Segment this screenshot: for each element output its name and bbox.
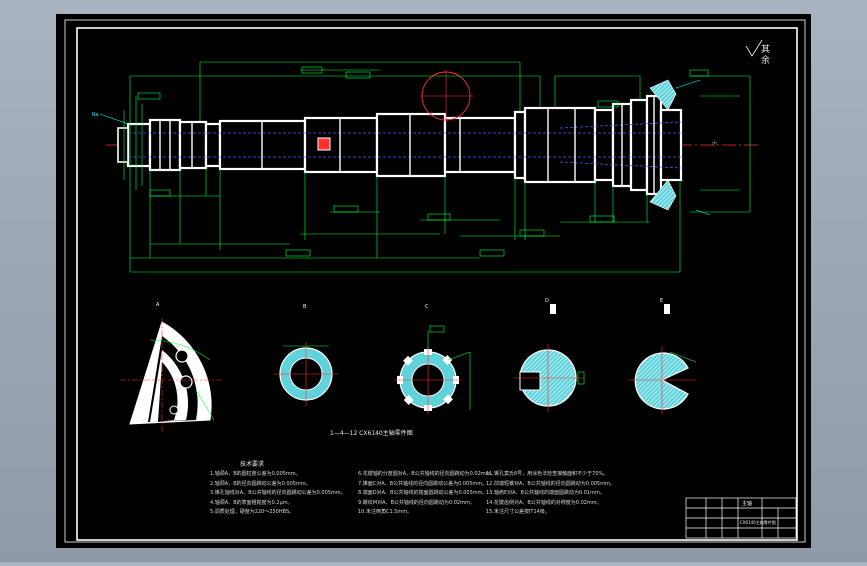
svg-text:Ra: Ra (92, 112, 98, 118)
note-item: 6.花键轴的分度圆对A、B公共轴线的径向圆跳动为0.02mm。 (358, 471, 496, 477)
section-a-fan (120, 318, 222, 432)
note-item: 1.轴颈A、B的圆柱度公差为0.005mm。 (210, 471, 301, 477)
section-label-c: C (425, 304, 429, 310)
section-views: A B C D E (120, 298, 697, 432)
keyway-slot (317, 137, 331, 151)
title-block-part-name: 主轴 (742, 501, 753, 507)
notes-column-1: 1.轴颈A、B的圆柱度公差为0.005mm。 2.轴颈A、B的径向圆跳动公差为0… (210, 470, 346, 518)
svg-text:ⓔ: ⓔ (712, 140, 717, 147)
shaft-bore-hidden (128, 121, 682, 169)
drawing-sheet (56, 14, 811, 548)
drawing-border (76, 27, 798, 541)
section-label-e: E (660, 298, 663, 304)
title-block (685, 497, 797, 539)
section-label-a: A (156, 302, 160, 308)
shaft-shoulder-lines (159, 96, 655, 194)
section-label-b: B (303, 304, 307, 310)
outer-trim-line (64, 19, 806, 543)
notes-column-2: 6.花键轴的分度圆对A、B公共轴线的径向圆跳动为0.02mm。 7.锥面C对A、… (358, 470, 496, 518)
note-item: 5.调质处理，硬度为220～250HBS。 (210, 509, 295, 516)
note-item: 8.端面D对A、B公共轴线的端面圆跳动公差为0.005mm。 (358, 490, 488, 497)
note-item: 9.螺纹M对A、B公共轴线的径向圆跳动为0.02mm。 (358, 499, 475, 506)
note-item: 14.花键齿侧对A、B公共轴线的对称度为0.02mm。 (486, 499, 602, 506)
note-item: 4.轴颈A、B的表面粗糙度为0.2μm。 (210, 499, 293, 506)
top-right-mark: 其余 (759, 44, 769, 66)
front-flange-detail (649, 79, 677, 111)
section-d-keyed (514, 304, 585, 412)
technical-requirements-title: 技术要求 (240, 461, 265, 468)
note-item: 12.前端短锥对A、B公共轴线的径向圆跳动为0.005mm。 (486, 480, 615, 487)
main-shaft-view: Ra ⓔ (92, 61, 760, 273)
note-item: 13.轴肩E对A、B公共轴线的端面圆跳动为0.01mm。 (486, 490, 605, 497)
note-item: 11.锥孔莫氏6号，用涂色法检查接触面积不少于70%。 (486, 471, 609, 477)
notes-column-3: 11.锥孔莫氏6号，用涂色法检查接触面积不少于70%。 12.前端短锥对A、B公… (486, 470, 615, 518)
note-item: 15.未注尺寸公差按IT14级。 (486, 509, 550, 516)
note-item: 3.锥孔轴线对A、B公共轴线的径向圆跳动公差为0.005mm。 (210, 490, 346, 497)
section-e-cut (628, 304, 697, 414)
roughness-symbol (745, 39, 763, 57)
drawing-caption: 1—4—12 CX6140主轴零件图 (330, 430, 413, 437)
note-item: 7.锥面C对A、B公共轴线的径向圆跳动公差为0.005mm。 (358, 480, 488, 487)
section-b-ring (274, 342, 338, 406)
note-item: 2.轴颈A、B的径向圆跳动公差为0.005mm。 (210, 480, 311, 487)
tolerance-frames (137, 66, 709, 257)
title-block-drawing-no: CX6140主轴零件图 (740, 520, 776, 525)
section-label-d: D (545, 298, 549, 304)
section-c-spline (394, 325, 471, 414)
note-item: 10.未注倒角C1.5mm。 (358, 509, 413, 516)
dimension-lines (123, 61, 751, 273)
